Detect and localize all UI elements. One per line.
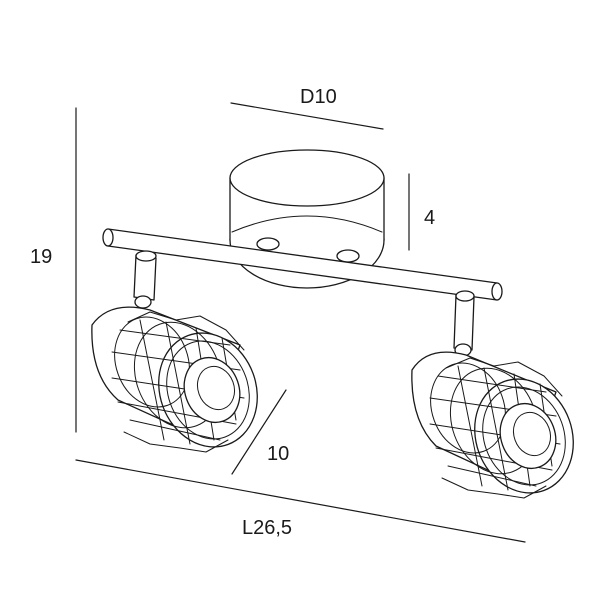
dimension-lines [75, 102, 526, 543]
mounting-bar [102, 228, 503, 301]
left-spotlight [91, 250, 258, 453]
dimension-labels: D10 4 19 10 L26,5 [30, 86, 435, 539]
diameter-label: D10 [300, 86, 337, 108]
base-height-label: 4 [424, 207, 435, 229]
total-length-dimension-line [75, 459, 526, 543]
total-height-label: 19 [30, 246, 52, 268]
total-length-label: L26,5 [242, 517, 292, 539]
spot-depth-label: 10 [267, 443, 289, 465]
spot-depth-dimension-line [231, 389, 287, 475]
right-spotlight [411, 290, 574, 499]
diameter-dimension-line [230, 102, 384, 130]
